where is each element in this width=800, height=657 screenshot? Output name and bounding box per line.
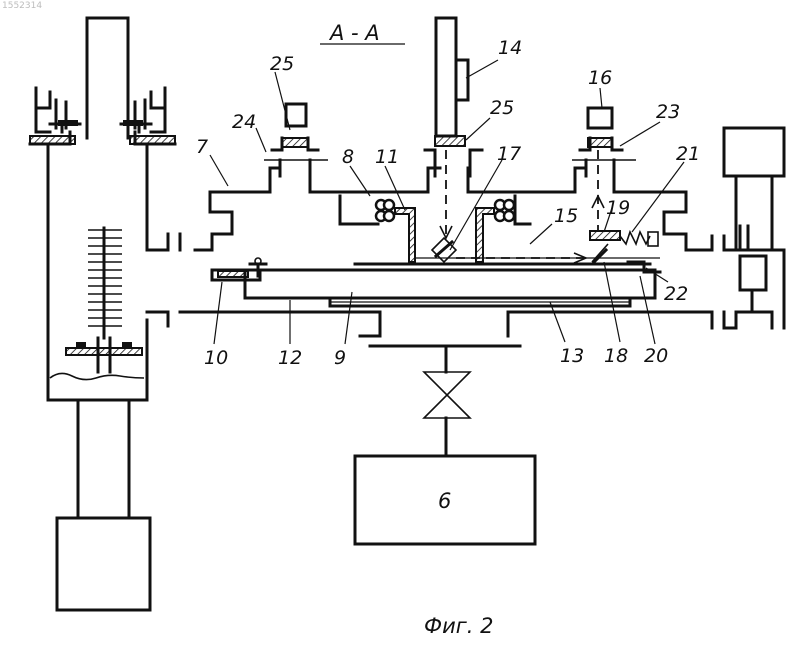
left-column-assembly: [30, 18, 175, 610]
ports: [264, 18, 636, 176]
right-gauge-assembly: [724, 128, 784, 328]
callout-16: 16: [588, 67, 612, 89]
main-chamber: [168, 168, 724, 544]
callout-15: 15: [554, 205, 578, 227]
document-number: 1552314: [2, 1, 42, 11]
callout-18: 18: [604, 345, 628, 367]
figure-caption: Фиг. 2: [424, 614, 493, 638]
callout-20: 20: [644, 345, 668, 367]
pump-block-label: 6: [438, 489, 451, 513]
callout-8: 8: [342, 146, 354, 168]
callout-17: 17: [497, 143, 521, 165]
callout-11: 11: [375, 146, 399, 168]
callout-12: 12: [278, 347, 302, 369]
section-label: А - А: [328, 21, 380, 45]
callout-10: 10: [204, 347, 228, 369]
callout-23: 23: [656, 101, 680, 123]
callout-22: 22: [664, 283, 688, 305]
callout-14: 14: [498, 37, 522, 59]
callout-24: 24: [232, 111, 256, 133]
callout-13: 13: [560, 345, 584, 367]
callout-25-left: 25: [270, 53, 294, 75]
callout-7: 7: [196, 136, 208, 158]
callout-21: 21: [676, 143, 700, 165]
callout-19: 19: [606, 197, 630, 219]
callout-9: 9: [334, 347, 346, 369]
callout-25-centre: 25: [490, 97, 514, 119]
